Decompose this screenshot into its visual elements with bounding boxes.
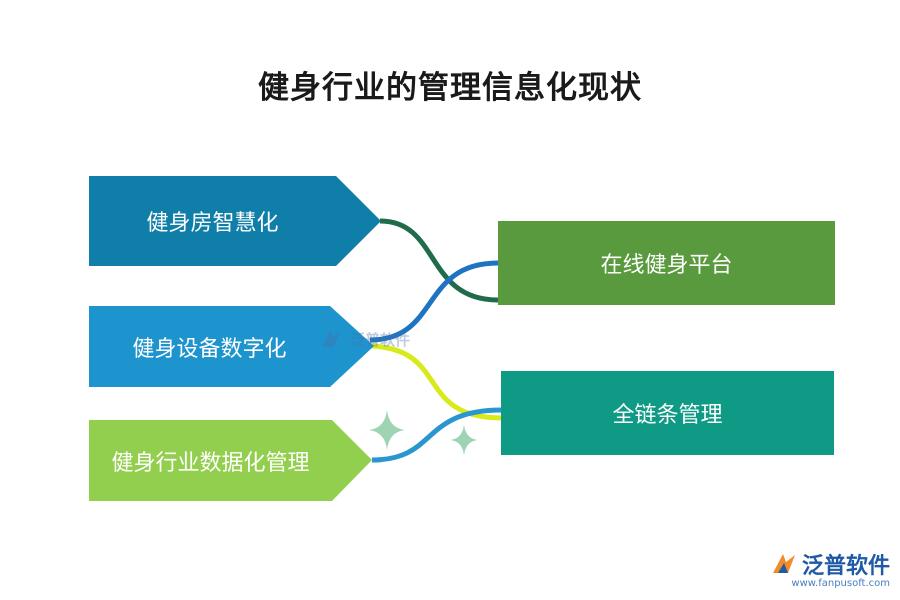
fanpu-logo-icon [322,330,340,347]
page-title: 健身行业的管理信息化现状 [258,70,642,106]
node-shape-smart-gym [89,176,381,266]
watermark-text: 泛普软件 [350,330,411,349]
node-label-online-platform: 在线健身平台 [600,253,733,278]
brand-logo-url: www.fanpusoft.com [791,578,891,589]
connector-equipment-to-online [369,260,499,343]
watermark: 泛普软件 [318,327,410,351]
connector-data-to-chain [371,407,503,463]
fanpu-logo-icon [773,554,795,573]
node-shape-full-chain [501,371,834,455]
node-shape-equipment [89,306,374,387]
node-shape-online-platform [498,221,835,305]
node-shape-data-management [89,420,372,501]
node-label-data-management: 健身行业数据化管理 [111,450,310,476]
node-label-full-chain: 全链条管理 [612,403,723,428]
node-label-equipment: 健身设备数字化 [132,336,287,362]
connector-equipment-to-chain [371,343,503,421]
sparkle-icon [369,410,405,450]
connector-smart-gym-to-online [379,218,499,303]
brand-logo-text: 泛普软件 [802,554,891,579]
brand-logo: 泛普软件 www.fanpusoft.com [770,548,890,589]
node-label-smart-gym: 健身房智慧化 [146,211,279,236]
sparkle-icon [450,425,478,455]
